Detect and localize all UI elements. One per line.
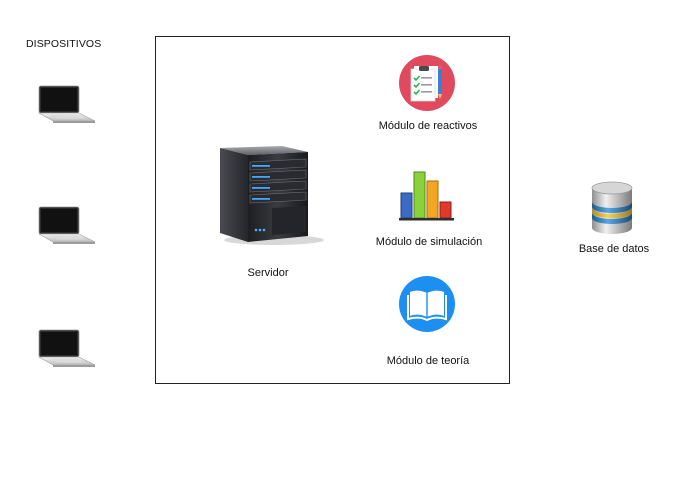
module-simulacion-label: Módulo de simulación xyxy=(375,236,483,248)
checklist-icon xyxy=(399,55,455,111)
server-box xyxy=(155,36,510,384)
bar-chart-icon xyxy=(399,171,454,221)
database-icon xyxy=(591,181,633,234)
module-reactivos-label: Módulo de reactivos xyxy=(378,120,478,132)
laptop-icon xyxy=(37,206,96,244)
devices-title: DISPOSITIVOS xyxy=(26,38,102,50)
module-teoria-label: Módulo de teoría xyxy=(386,355,470,367)
open-book-icon xyxy=(399,276,455,332)
server-label: Servidor xyxy=(247,267,289,279)
laptop-icon xyxy=(37,329,96,367)
database-label: Base de datos xyxy=(578,243,650,255)
laptop-icon xyxy=(37,85,96,123)
server-icon xyxy=(220,146,324,245)
